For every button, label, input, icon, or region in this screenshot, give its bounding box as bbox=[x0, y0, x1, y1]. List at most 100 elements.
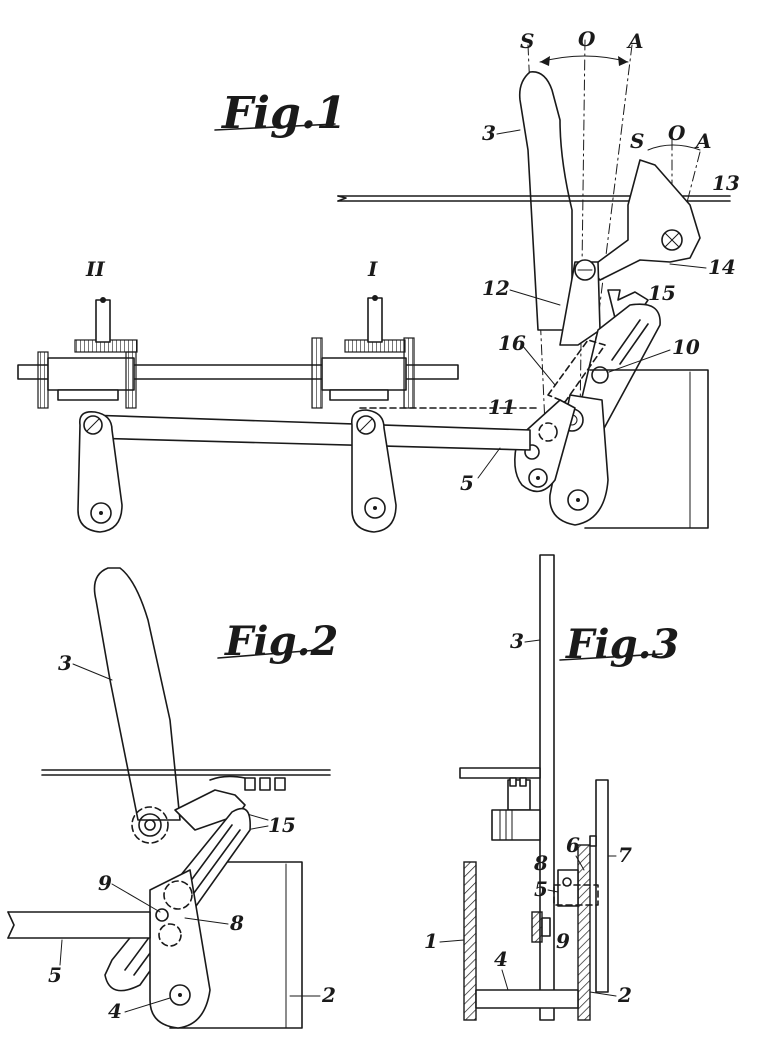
side-plate-1 bbox=[463, 861, 477, 1021]
pivot-14-x2 bbox=[664, 232, 680, 248]
pin-fig2-upper bbox=[163, 880, 193, 910]
leader-fig3-4 bbox=[501, 969, 509, 991]
label-fig3-9: 9 bbox=[556, 929, 570, 953]
label-fig1-12: 12 bbox=[482, 276, 510, 300]
vertical-shaft-i bbox=[367, 297, 383, 343]
label-fig1-14: 14 bbox=[708, 255, 736, 279]
clutch-sleeve-i bbox=[321, 357, 407, 391]
crank-left-top-slot bbox=[86, 418, 100, 432]
fig2-caption: Fig.2 bbox=[224, 618, 338, 665]
label-fig2-9: 9 bbox=[98, 871, 112, 895]
fig3-caption: Fig.3 bbox=[565, 621, 679, 668]
clutch-sleeve-ii bbox=[47, 357, 135, 391]
label-small-a: A bbox=[694, 129, 712, 153]
bell-crank-fig1 bbox=[514, 399, 576, 493]
plate-7 bbox=[595, 779, 609, 993]
label-fig2-3: 3 bbox=[58, 651, 72, 675]
rod-5 bbox=[87, 414, 531, 451]
base-plate-fig2 bbox=[169, 861, 303, 1029]
rail-fig2-tooth-a bbox=[244, 777, 256, 791]
block-8-hidden bbox=[553, 884, 599, 906]
leader-fig2-9 bbox=[111, 883, 161, 913]
crank-left-pivot-dot bbox=[99, 511, 103, 515]
label-fig3-4: 4 bbox=[494, 947, 508, 971]
label-fig1-3: 3 bbox=[482, 121, 496, 145]
label-fig2-2: 2 bbox=[321, 983, 336, 1007]
vertical-shaft-i-top bbox=[372, 295, 378, 301]
lever-3-fig3 bbox=[539, 554, 555, 1021]
leader-fig1-3 bbox=[496, 129, 521, 135]
small-swing-arc bbox=[647, 144, 701, 151]
roller-fig2-core bbox=[144, 819, 156, 831]
leader-fig3-3 bbox=[524, 639, 541, 643]
line-position-o bbox=[579, 39, 586, 421]
rail-fig3-tooth-b bbox=[519, 777, 527, 787]
pin-fig2-lower bbox=[158, 923, 182, 947]
label-fig3-2: 2 bbox=[617, 983, 632, 1007]
bevel-gear-i-right bbox=[403, 337, 415, 409]
slot-fig1 bbox=[611, 319, 641, 361]
line-position-a bbox=[584, 44, 633, 426]
roller-fig2-inner bbox=[138, 813, 162, 837]
label-fig2-4: 4 bbox=[108, 999, 122, 1023]
nut-9-washer bbox=[541, 917, 551, 937]
label-small-s: S bbox=[630, 129, 644, 153]
rail-fig2-tooth-b bbox=[259, 777, 271, 791]
label-fig1-15: 15 bbox=[648, 281, 676, 305]
rail-fig2-spring bbox=[209, 775, 246, 781]
slot-fig1-b bbox=[619, 323, 649, 365]
rod-5-fig2-break bbox=[7, 911, 15, 939]
link-12 bbox=[559, 261, 601, 346]
leader-fig3-2 bbox=[589, 991, 617, 997]
fig3-caption-underline bbox=[559, 653, 663, 661]
label-pos-s: S bbox=[520, 29, 534, 53]
leader-fig2-4 bbox=[124, 997, 171, 1013]
pin-10 bbox=[591, 366, 609, 384]
leader-fig1-5 bbox=[477, 447, 501, 479]
label-fig1-13: 13 bbox=[712, 171, 740, 195]
leader-fig1-10 bbox=[608, 349, 671, 373]
bevel-gear-ii-left bbox=[37, 351, 49, 409]
leader-fig2-5 bbox=[59, 939, 63, 966]
pivot-lower-fig1-dot bbox=[576, 498, 580, 502]
vertical-shaft-ii-top bbox=[100, 297, 106, 303]
shaft-4 bbox=[475, 989, 579, 1009]
roller-fig3 bbox=[491, 809, 541, 841]
latch-15-fig2 bbox=[174, 789, 246, 831]
rail-fig3-tooth-a bbox=[509, 777, 517, 787]
block-8-screw bbox=[562, 877, 572, 887]
swing-arc-arrow bbox=[539, 55, 629, 63]
figure-2: Fig.2 3 15 bbox=[7, 567, 338, 1029]
leader-fig3-5 bbox=[547, 889, 559, 893]
crank-middle-top-slot bbox=[359, 418, 373, 432]
rod-5-fig2 bbox=[7, 911, 151, 939]
fig1-caption-underline bbox=[214, 123, 336, 131]
roller-fig2 bbox=[131, 806, 169, 844]
figure-1: Fig.1 S O A 3 13 S O A 14 bbox=[17, 27, 740, 533]
label-fig3-1: 1 bbox=[424, 929, 438, 953]
crank-middle-fig1 bbox=[350, 409, 397, 533]
label-fig2-15: 15 bbox=[268, 813, 296, 837]
leader-fig3-1 bbox=[439, 939, 465, 943]
label-shaft-i: I bbox=[367, 257, 378, 281]
leader-fig1-16 bbox=[521, 344, 556, 386]
vertical-shaft-ii bbox=[95, 299, 111, 343]
label-pos-o: O bbox=[578, 27, 596, 51]
fig2-caption-underline bbox=[217, 649, 319, 659]
pivot-crank-fig1-dot bbox=[536, 476, 540, 480]
figure-3: Fig.3 3 1 2 7 6 8 5 bbox=[424, 554, 679, 1021]
pin-crank-b bbox=[538, 422, 558, 442]
label-small-o: O bbox=[668, 121, 686, 145]
pin-9-fig2 bbox=[155, 908, 169, 922]
crank-left-fig1 bbox=[77, 410, 123, 533]
rail-fig2-tooth-c bbox=[274, 777, 286, 791]
label-fig3-6: 6 bbox=[566, 833, 580, 857]
crank-middle-pivot-dot bbox=[373, 506, 377, 510]
label-fig2-5: 5 bbox=[48, 963, 62, 987]
label-fig3-7: 7 bbox=[618, 843, 632, 867]
label-fig3-8: 8 bbox=[533, 851, 548, 875]
label-fig1-11: 11 bbox=[488, 395, 516, 419]
leader-fig3-6 bbox=[575, 855, 585, 871]
